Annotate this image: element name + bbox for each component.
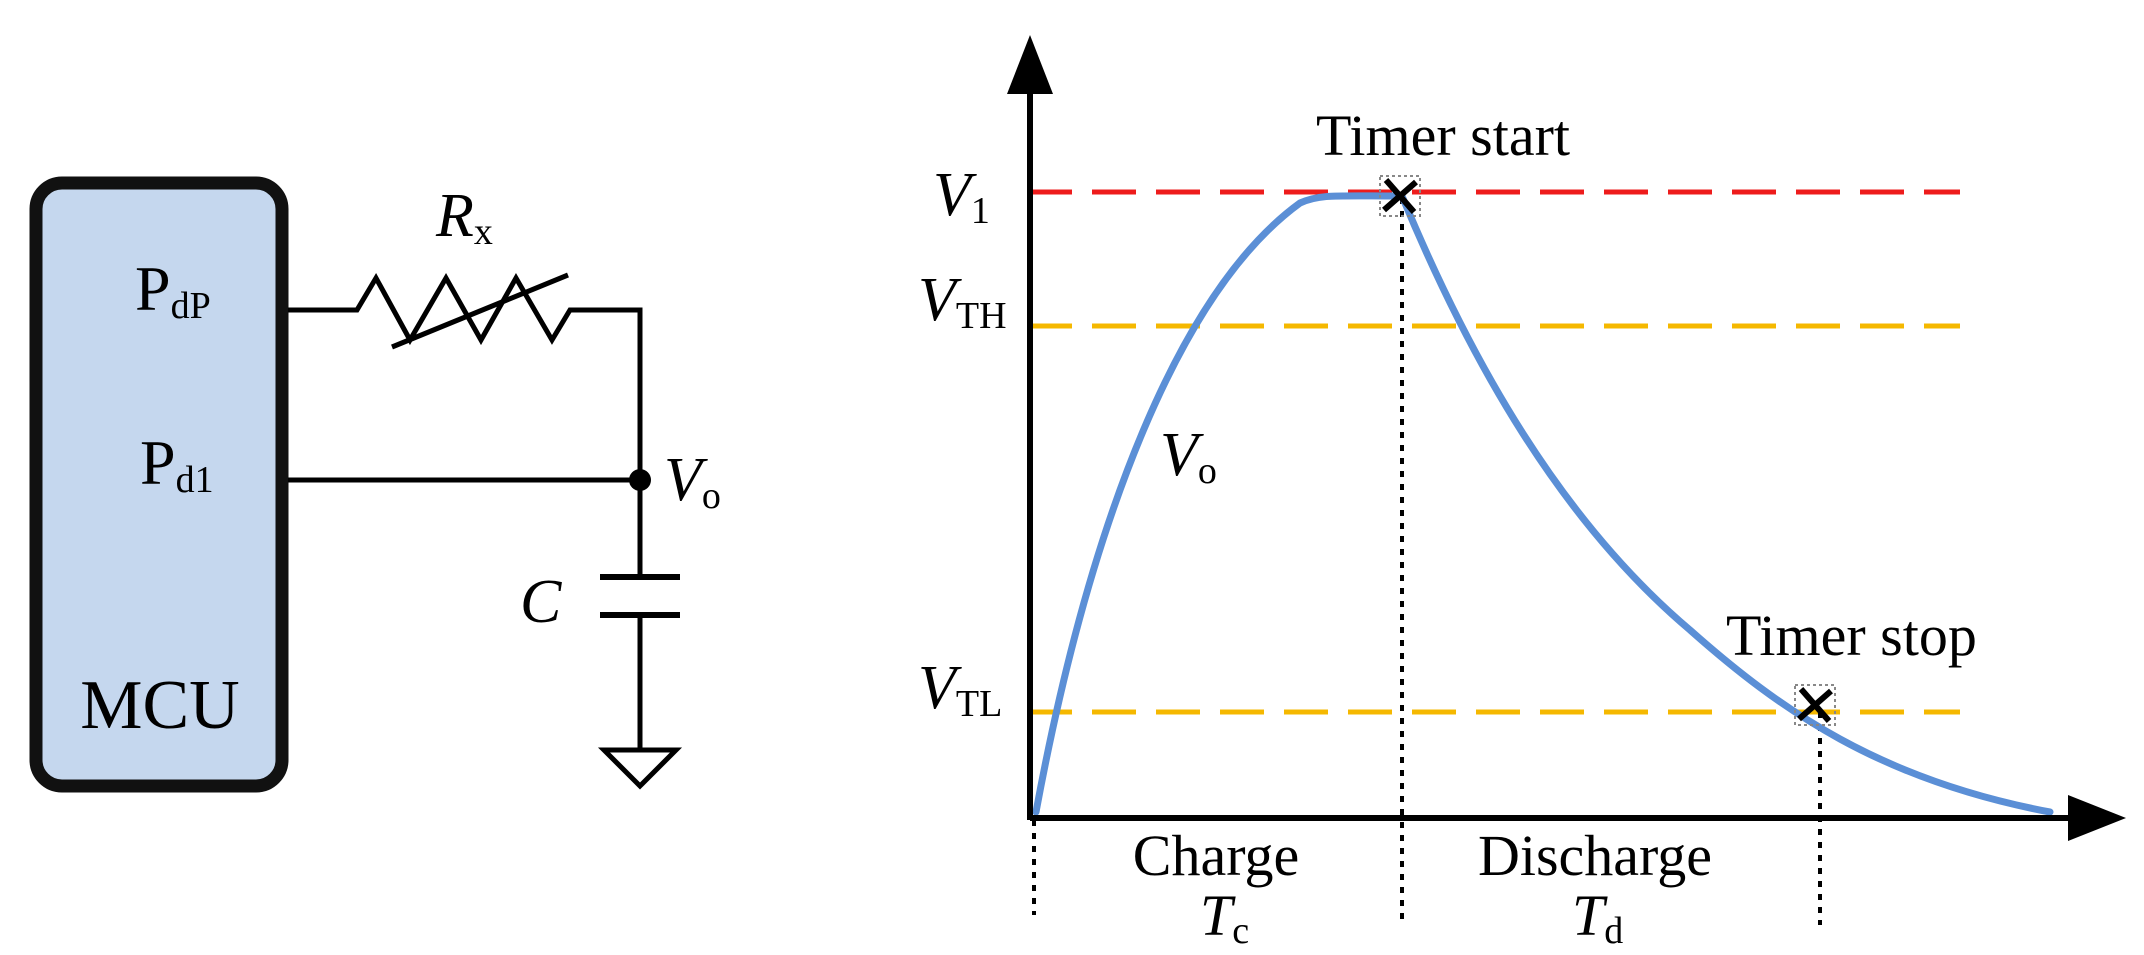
v1-label: V1 [933,161,990,232]
pin-dp-label: PdP [135,253,211,327]
resistor-label: Rx [435,182,493,253]
timer-stop-marker [1794,684,1836,726]
discharge-time-label: Td [1572,883,1623,952]
mcu-block [29,176,289,793]
charge-label: Charge [1133,823,1299,888]
x-axis-arrowhead [2068,795,2126,841]
ground-symbol [597,747,683,790]
vtl-label: VTL [918,654,1002,725]
variable-resistor-arrow [391,272,569,350]
mcu-label: MCU [80,667,239,744]
vo-waveform-curve [1032,192,2054,816]
timer-start-label: Timer start [1316,103,1570,168]
waveform-plot: V1 VTH VTL Vo Timer start Timer stop Cha… [918,35,2126,952]
vo-curve-label: Vo [1160,421,1217,492]
y-axis-arrowhead [1007,35,1053,94]
circuit-schematic: MCU PdP Pd1 Rx Vo C [29,176,721,793]
node-label: Vo [664,446,721,517]
discharge-label: Discharge [1478,823,1712,888]
pin-d1-label: Pd1 [140,427,214,501]
vth-label: VTH [918,266,1007,337]
capacitor-label: C [520,568,562,636]
wire-pdp [288,272,643,480]
timer-start-marker [1379,175,1421,217]
charge-time-label: Tc [1200,883,1249,952]
timer-stop-label: Timer stop [1726,603,1977,668]
